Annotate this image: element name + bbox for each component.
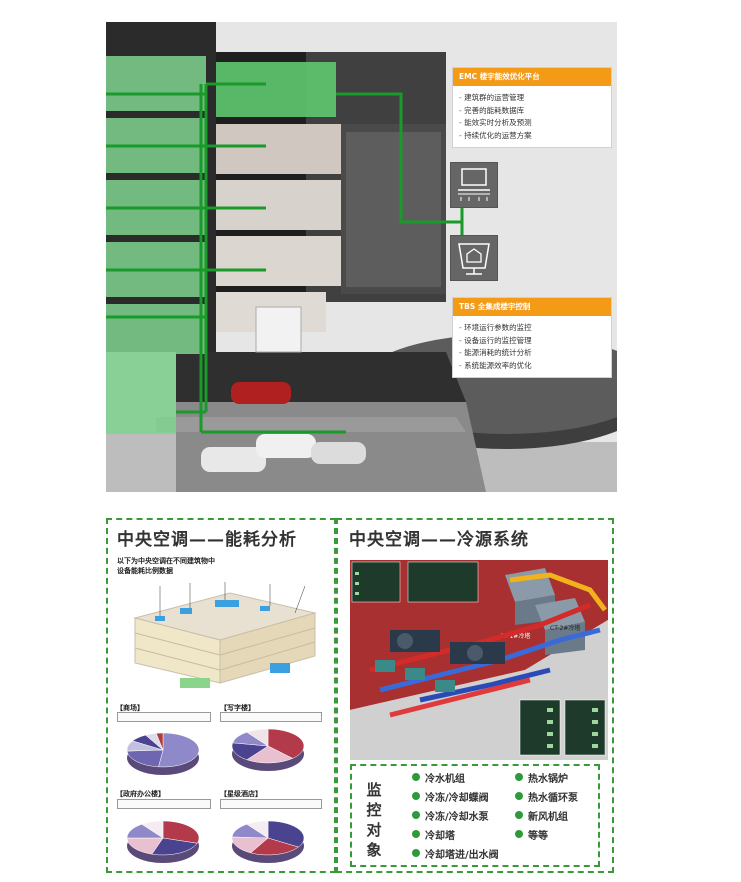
pie-slice [141, 820, 164, 839]
tbs-feature-item: 环境运行参数的监控 [459, 322, 611, 335]
pie-legend-gov [117, 799, 211, 809]
energy-analysis-intro-line-2: 设备能耗比例数据 [117, 567, 173, 575]
emc-feature-list: 建筑群的运营管理 完善的能耗数据库 能效实时分析及预测 持续优化的运营方案 [453, 86, 611, 149]
monitor-item-boiler: 热水锅炉 [515, 770, 568, 785]
touch-panel-glyph [458, 243, 490, 275]
energy-analysis-intro-line-1: 以下为中央空调在不同建筑物中 [117, 557, 215, 565]
pie-slice [158, 732, 200, 768]
monitor-dashboard-glyph [458, 168, 490, 201]
tbs-panel-title: TBS 全集成楼宇控制 [453, 298, 611, 316]
cold-source-system-illustration: CT-1#冷塔 CT-2#冷塔 [350, 560, 608, 760]
pie-slice [155, 732, 164, 751]
pie-title-hotel: 【星级酒店】 [220, 790, 262, 798]
pie-slice [231, 836, 269, 854]
pie-slice [246, 820, 269, 839]
monitored-objects-label: 监控对象 [366, 781, 382, 859]
car-red [231, 382, 291, 404]
tower-label-1: CT-1#冷塔 [500, 632, 530, 640]
pie-slice [231, 742, 269, 761]
cold-source-panel [336, 518, 614, 873]
pie-slice [126, 837, 164, 855]
pie-slice [246, 728, 269, 747]
pie-legend-hotel [220, 799, 322, 809]
pie-legend-office [220, 712, 322, 722]
tbs-feature-item: 能源消耗的统计分析 [459, 347, 611, 360]
monitor-item-fresh-air-unit: 新风机组 [515, 808, 568, 823]
emc-panel-title: EMC 楼宇能效优化平台 [453, 68, 611, 86]
pie-title-mall: 【商场】 [116, 704, 144, 712]
emc-feature-item: 完善的能耗数据库 [459, 105, 611, 118]
tbs-feature-item: 系统能源效率的优化 [459, 360, 611, 373]
tower-label-2: CT-2#冷塔 [550, 624, 580, 632]
car-white-1 [201, 447, 266, 472]
emc-platform-panel: EMC 楼宇能效优化平台 建筑群的运营管理 完善的能耗数据库 能效实时分析及预测… [452, 67, 612, 148]
tbs-feature-list: 环境运行参数的监控 设备运行的监控管理 能源消耗的统计分析 系统能源效率的优化 [453, 316, 611, 379]
emc-feature-item: 建筑群的运营管理 [459, 92, 611, 105]
monitor-item-tower-valve: 冷却塔进/出水阀 [412, 846, 499, 861]
building-diagram-section: EMC 楼宇能效优化平台 建筑群的运营管理 完善的能耗数据库 能效实时分析及预测… [106, 22, 617, 492]
tbs-feature-item: 设备运行的监控管理 [459, 335, 611, 348]
emc-feature-item: 持续优化的运营方案 [459, 130, 611, 143]
car-white-2 [256, 434, 316, 458]
energy-analysis-title: 中央空调——能耗分析 [117, 530, 297, 550]
monitored-objects-box [350, 764, 600, 867]
pie-title-gov: 【政府办公楼】 [116, 790, 165, 798]
pie-slice [267, 728, 305, 759]
energy-analysis-panel [106, 518, 336, 873]
monitor-item-circulation-pump: 热水循环泵 [515, 789, 578, 804]
monitor-item-chiller: 冷水机组 [412, 770, 465, 785]
pie-title-office: 【写字楼】 [220, 704, 255, 712]
touch-panel-building-icon [450, 235, 498, 281]
monitor-item-butterfly-valve: 冷冻/冷却蝶阀 [412, 789, 489, 804]
pie-slice [151, 837, 198, 856]
tbs-control-panel: TBS 全集成楼宇控制 环境运行参数的监控 设备运行的监控管理 能源消耗的统计分… [452, 297, 612, 378]
pie-slice [250, 837, 299, 856]
cold-source-title: 中央空调——冷源系统 [349, 530, 529, 550]
pie-slice [126, 749, 164, 768]
monitor-item-cooling-tower: 冷却塔 [412, 827, 455, 842]
car-white-3 [311, 442, 366, 464]
pie-legend-mall [117, 712, 211, 722]
pie-slice [246, 745, 294, 764]
pie-slice [162, 820, 200, 844]
monitor-item-water-pump: 冷冻/冷却水泵 [412, 808, 489, 823]
hvac-building-3d-illustration [120, 578, 325, 693]
monitor-dashboard-icon [450, 162, 498, 208]
emc-feature-item: 能效实时分析及预测 [459, 117, 611, 130]
monitor-item-etc: 等等 [515, 827, 548, 842]
